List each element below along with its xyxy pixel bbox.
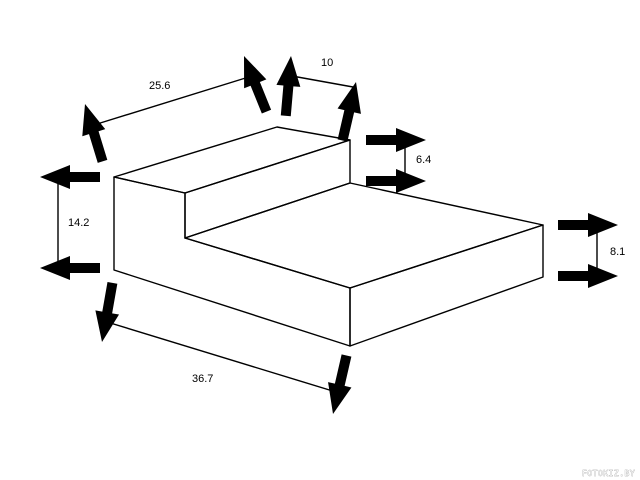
arrows (40, 51, 618, 417)
upper-step-riser (184, 139, 351, 239)
dim-line-step-width (291, 75, 354, 88)
block-outline (113, 126, 544, 347)
label-right-height: 8.1 (610, 246, 625, 258)
arrow-right-end-top-icon (558, 213, 618, 237)
label-bottom-length: 36.7 (192, 373, 213, 385)
label-step-height: 6.4 (416, 154, 431, 166)
label-top-length: 25.6 (149, 80, 170, 92)
dim-line-top-length (96, 75, 253, 125)
label-step-width: 10 (321, 57, 333, 69)
dimension-labels: 25.6 10 6.4 14.2 8.1 36.7 (68, 57, 625, 385)
arrow-left-bottom-icon (40, 256, 100, 280)
arrow-up-left-corner-icon (73, 100, 115, 165)
arrow-right-step-bottom-icon (366, 169, 426, 193)
arrow-down-front-icon (321, 352, 359, 417)
label-left-height: 14.2 (68, 217, 89, 229)
arrow-up-back-icon (273, 54, 303, 117)
upper-step-top-face (113, 126, 351, 194)
arrow-up-back-corner-icon (232, 51, 278, 117)
arrow-right-step-top-icon (366, 128, 426, 152)
watermark-text: FOTOKIZ.BY (582, 469, 635, 478)
arrow-down-left-icon (90, 280, 125, 345)
left-end-face (113, 176, 351, 347)
arrow-left-top-icon (40, 165, 100, 189)
arrow-right-end-bottom-icon (558, 264, 618, 288)
lower-platform-top-face (184, 182, 544, 289)
front-face (349, 224, 544, 347)
dim-line-bottom-length (106, 321, 337, 393)
arrow-up-step-icon (330, 79, 368, 144)
